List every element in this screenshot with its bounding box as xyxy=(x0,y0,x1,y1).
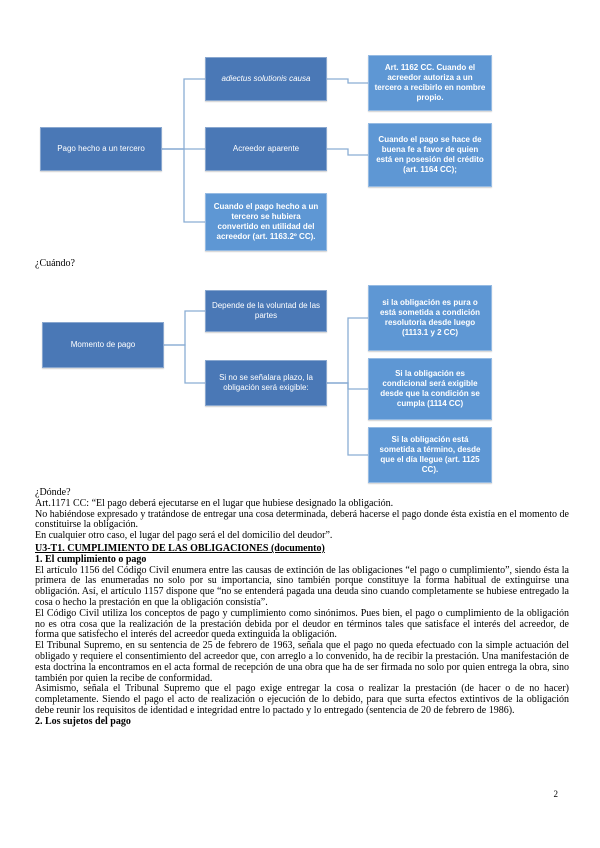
donde-label: ¿Dónde? xyxy=(35,487,71,498)
donde-paragraph-1: Art.1171 CC: “El pago deberá ejecutarse … xyxy=(35,497,394,509)
section-2-title: 2. Los sujetos del pago xyxy=(35,715,131,727)
diagram1-node-adiectus: adiectus solutionis causa xyxy=(205,57,327,101)
section-1-title: 1. El cumplimiento o pago xyxy=(35,553,147,565)
diagram2-node-voluntad: Depende de la voluntad de las partes xyxy=(205,290,327,332)
diagram2-node-obligacion-termino: Si la obligación está sometida a término… xyxy=(368,427,492,483)
body-text: ¿Dónde? Art.1171 CC: “El pago deberá eje… xyxy=(35,487,569,728)
diagram2-node-sin-plazo: Si no se señalara plazo, la obligación s… xyxy=(205,360,327,406)
cuando-label: ¿Cuándo? xyxy=(35,258,75,269)
diagram1-node-art-1164: Cuando el pago se hace de buena fe a fav… xyxy=(368,123,492,187)
diagram1-node-utilidad-acreedor: Cuando el pago hecho a un tercero se hub… xyxy=(205,193,327,251)
section-heading-u3t1: U3-T1. CUMPLIMIENTO DE LAS OBLIGACIONES … xyxy=(35,542,325,554)
diagram1-node-root: Pago hecho a un tercero xyxy=(40,127,162,171)
diagram2-node-obligacion-condicional: Si la obligación es condicional será exi… xyxy=(368,358,492,420)
section-1-paragraph-4: Asimismo, señala el Tribunal Supremo que… xyxy=(35,683,569,716)
section-1-paragraph-1: El artículo 1156 del Código Civil enumer… xyxy=(35,564,569,608)
diagram2-node-obligacion-pura: si la obligación es pura o está sometida… xyxy=(368,285,492,351)
diagram1-node-acreedor-aparente: Acreedor aparente xyxy=(205,127,327,171)
diagram1-node-art-1162: Art. 1162 CC. Cuando el acreedor autoriz… xyxy=(368,55,492,111)
donde-paragraph-3: En cualquier otro caso, el lugar del pag… xyxy=(35,530,333,542)
section-1-paragraph-3: El Tribunal Supremo, en su sentencia de … xyxy=(35,640,569,684)
diagram2-node-root: Momento de pago xyxy=(42,322,164,368)
page-number: 2 xyxy=(553,789,559,799)
donde-paragraph-2: No habiéndose expresado y tratándose de … xyxy=(35,508,569,531)
section-1-paragraph-2: El Código Civil utiliza los conceptos de… xyxy=(35,607,569,641)
